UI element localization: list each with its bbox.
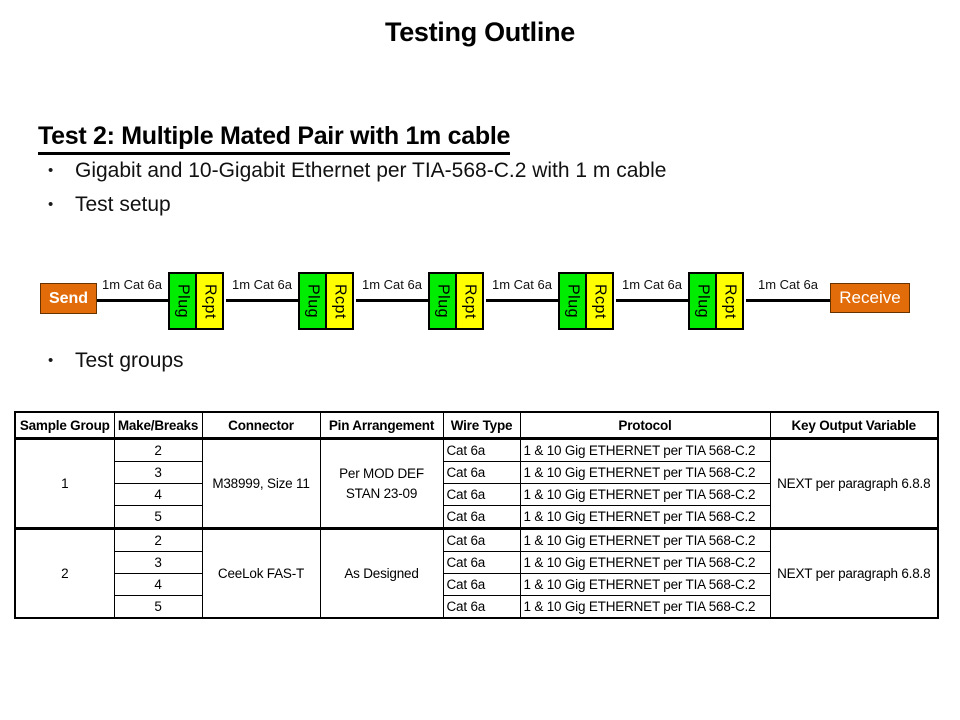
- plug-box: Plug: [298, 272, 327, 330]
- col-header-protocol: Protocol: [519, 411, 771, 440]
- cable-label: 1m Cat 6a: [758, 277, 818, 292]
- cell-pin-arrangement: As Designed: [319, 527, 444, 619]
- col-header-make-breaks: Make/Breaks: [113, 411, 203, 440]
- cell-protocol: 1 & 10 Gig ETHERNET per TIA 568-C.2: [519, 461, 771, 484]
- section-heading: Test 2: Multiple Mated Pair with 1m cabl…: [38, 122, 510, 155]
- cell-make-breaks: 4: [113, 483, 203, 506]
- col-header-key-output: Key Output Variable: [769, 411, 939, 440]
- table-row: 3 Cat 6a 1 & 10 Gig ETHERNET per TIA 568…: [15, 461, 938, 484]
- cell-make-breaks: 3: [113, 461, 203, 484]
- table-row: 4 Cat 6a 1 & 10 Gig ETHERNET per TIA 568…: [15, 573, 938, 596]
- mated-pair-5: Plug Rcpt: [688, 272, 744, 330]
- cell-wire-type: Cat 6a: [442, 483, 521, 506]
- cell-key-output: NEXT per paragraph 6.8.8: [769, 527, 939, 619]
- cable-line: [226, 299, 298, 302]
- cell-protocol: 1 & 10 Gig ETHERNET per TIA 568-C.2: [519, 595, 771, 619]
- cell-make-breaks: 5: [113, 595, 203, 619]
- cell-sample-group: 2: [14, 527, 115, 619]
- bullet-text: Test groups: [75, 349, 184, 372]
- plug-box: Plug: [428, 272, 457, 330]
- table-row: 1 2 M38999, Size 11 Per MOD DEF STAN 23-…: [14, 438, 939, 529]
- cable-label: 1m Cat 6a: [622, 277, 682, 292]
- bullet-item-ethernet: • Gigabit and 10-Gigabit Ethernet per TI…: [48, 158, 666, 184]
- cell-connector: CeeLok FAS-T: [201, 527, 321, 619]
- cable-label: 1m Cat 6a: [232, 277, 292, 292]
- section-heading-text: Test 2: Multiple Mated Pair with 1m cabl…: [38, 122, 510, 155]
- cell-protocol: 1 & 10 Gig ETHERNET per TIA 568-C.2: [519, 573, 771, 596]
- bullet-marker: •: [48, 352, 54, 369]
- receive-box: Receive: [830, 283, 910, 313]
- rcpt-box: Rcpt: [325, 272, 354, 330]
- cell-wire-type: Cat 6a: [442, 505, 521, 529]
- rcpt-box: Rcpt: [585, 272, 614, 330]
- cell-protocol: 1 & 10 Gig ETHERNET per TIA 568-C.2: [519, 527, 771, 552]
- slide-title: Testing Outline: [385, 17, 575, 47]
- cable-line: [746, 299, 830, 302]
- cell-connector: M38999, Size 11: [201, 438, 321, 529]
- cell-wire-type: Cat 6a: [442, 595, 521, 619]
- cable-line: [97, 299, 168, 302]
- cable-label: 1m Cat 6a: [102, 277, 162, 292]
- cable-line: [356, 299, 428, 302]
- cell-wire-type: Cat 6a: [442, 573, 521, 596]
- cell-key-output: NEXT per paragraph 6.8.8: [769, 438, 939, 529]
- table-row: 3 Cat 6a 1 & 10 Gig ETHERNET per TIA 568…: [15, 551, 938, 574]
- mated-pair-4: Plug Rcpt: [558, 272, 614, 330]
- plug-box: Plug: [688, 272, 717, 330]
- cell-make-breaks: 3: [113, 551, 203, 574]
- cell-wire-type: Cat 6a: [442, 438, 521, 462]
- cell-wire-type: Cat 6a: [442, 551, 521, 574]
- cell-wire-type: Cat 6a: [442, 461, 521, 484]
- bullet-item-test-groups: • Test groups: [48, 348, 184, 374]
- col-header-wire-type: Wire Type: [442, 411, 521, 440]
- bullet-item-test-setup: • Test setup: [48, 192, 171, 218]
- bullet-marker: •: [48, 162, 54, 179]
- col-header-pin-arrangement: Pin Arrangement: [319, 411, 444, 440]
- cell-make-breaks: 2: [113, 438, 203, 462]
- plug-box: Plug: [168, 272, 197, 330]
- rcpt-box: Rcpt: [715, 272, 744, 330]
- test-groups-table: Sample Group Make/Breaks Connector Pin A…: [14, 411, 939, 619]
- cell-protocol: 1 & 10 Gig ETHERNET per TIA 568-C.2: [519, 438, 771, 462]
- table-row: 2 2 CeeLok FAS-T As Designed Cat 6a 1 & …: [14, 527, 939, 619]
- table-header-row: Sample Group Make/Breaks Connector Pin A…: [14, 411, 939, 440]
- cell-protocol: 1 & 10 Gig ETHERNET per TIA 568-C.2: [519, 551, 771, 574]
- plug-box: Plug: [558, 272, 587, 330]
- bullet-marker: •: [48, 196, 54, 213]
- cell-protocol: 1 & 10 Gig ETHERNET per TIA 568-C.2: [519, 505, 771, 529]
- cable-line: [616, 299, 688, 302]
- send-box: Send: [40, 283, 97, 314]
- bullet-text: Gigabit and 10-Gigabit Ethernet per TIA-…: [75, 159, 667, 182]
- bullet-text: Test setup: [75, 193, 171, 216]
- test-setup-diagram: 1m Cat 6a 1m Cat 6a 1m Cat 6a 1m Cat 6a …: [40, 272, 910, 330]
- table-row: 5 Cat 6a 1 & 10 Gig ETHERNET per TIA 568…: [15, 595, 938, 619]
- cell-protocol: 1 & 10 Gig ETHERNET per TIA 568-C.2: [519, 483, 771, 506]
- cell-sample-group: 1: [14, 438, 115, 529]
- col-header-connector: Connector: [201, 411, 321, 440]
- table-row: 5 Cat 6a 1 & 10 Gig ETHERNET per TIA 568…: [15, 505, 938, 529]
- cell-wire-type: Cat 6a: [442, 527, 521, 552]
- cable-label: 1m Cat 6a: [362, 277, 422, 292]
- cell-make-breaks: 4: [113, 573, 203, 596]
- mated-pair-2: Plug Rcpt: [298, 272, 354, 330]
- rcpt-box: Rcpt: [455, 272, 484, 330]
- col-header-sample-group: Sample Group: [14, 411, 115, 440]
- mated-pair-1: Plug Rcpt: [168, 272, 224, 330]
- cable-line: [486, 299, 558, 302]
- cell-pin-arrangement: Per MOD DEF STAN 23-09: [319, 438, 444, 529]
- cable-label: 1m Cat 6a: [492, 277, 552, 292]
- cell-make-breaks: 5: [113, 505, 203, 529]
- cell-make-breaks: 2: [113, 527, 203, 552]
- mated-pair-3: Plug Rcpt: [428, 272, 484, 330]
- rcpt-box: Rcpt: [195, 272, 224, 330]
